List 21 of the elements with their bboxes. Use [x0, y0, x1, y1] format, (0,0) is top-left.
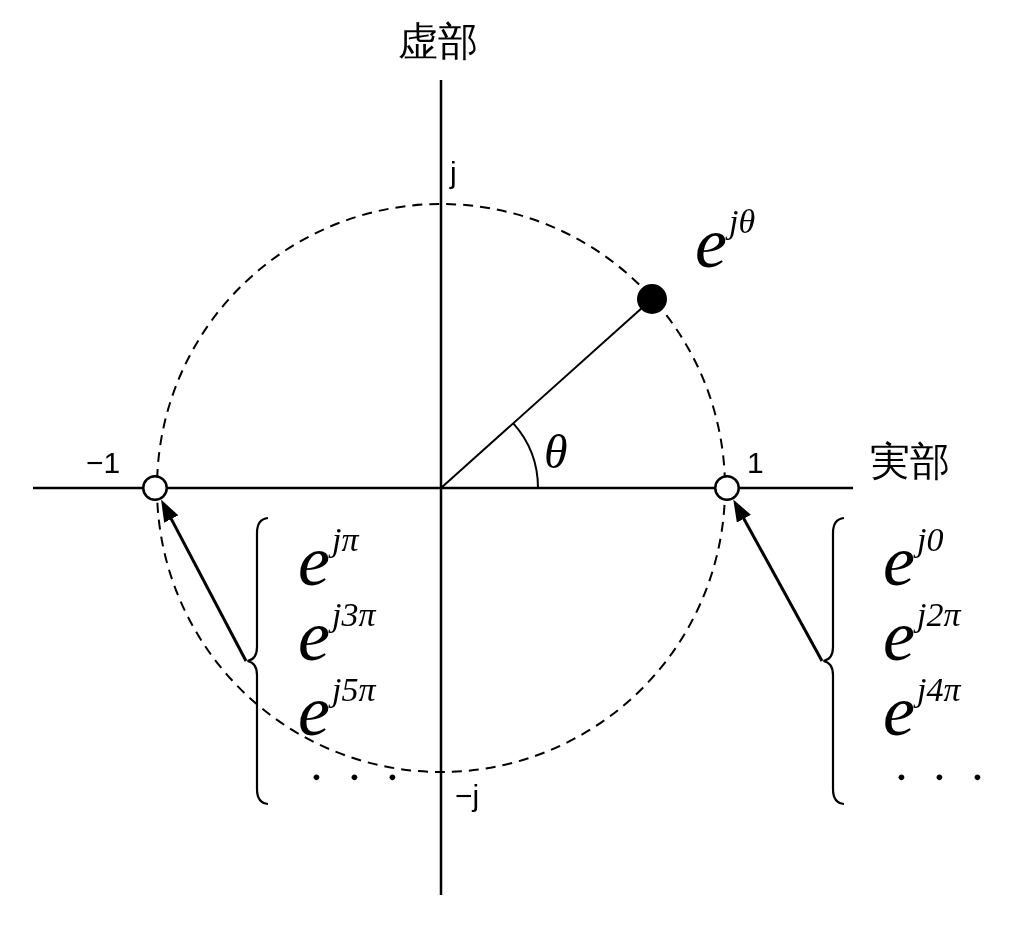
- ellipsis: ・・・: [883, 758, 997, 798]
- math-expression: e$^{jπ}$: [298, 524, 359, 599]
- math-expression: e$^{j2π}$: [883, 599, 961, 674]
- open-point: [714, 475, 740, 501]
- ellipsis: ・・・: [298, 758, 412, 798]
- math-expression: e$^{j4π}$: [883, 674, 961, 749]
- point-label: e$^{jθ}$: [695, 206, 756, 281]
- open-point: [142, 475, 168, 501]
- math-expression: e$^{j0}$: [883, 524, 944, 599]
- tick-label: −1: [86, 445, 121, 481]
- filled-point: [637, 284, 667, 314]
- tick-label: j: [450, 155, 457, 191]
- arrow: [733, 499, 824, 662]
- math-expression: e$^{j3π}$: [298, 599, 376, 674]
- math-expression: e$^{j5π}$: [298, 674, 376, 749]
- tick-label: −j: [455, 778, 480, 814]
- axis-label: 虚部: [398, 17, 478, 66]
- tick-label: 1: [747, 445, 764, 481]
- axis-label: 実部: [870, 437, 950, 486]
- arrow: [161, 499, 248, 662]
- angle-label: θ: [544, 424, 568, 480]
